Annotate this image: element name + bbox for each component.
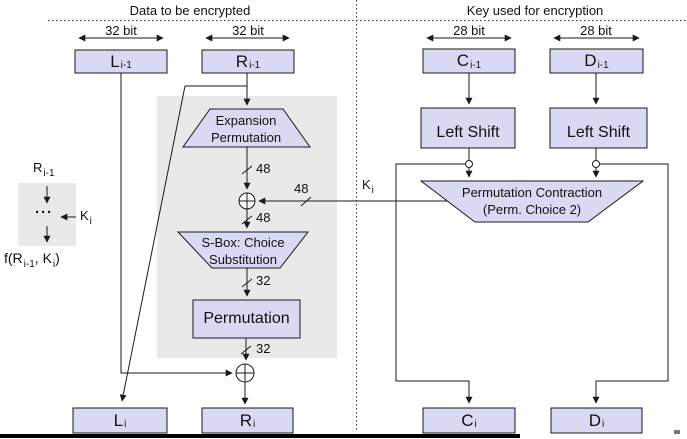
perm-contraction-shape: [419, 180, 645, 223]
register-l-next-sub: i: [124, 419, 127, 430]
subkey-sub: i: [371, 185, 374, 196]
wire-label-sbox-out: 32: [256, 273, 271, 288]
bus-width-ticks: [240, 165, 312, 355]
expansion-permutation-shape: [182, 108, 311, 148]
legend-key: Ki: [80, 208, 92, 227]
bottom-bar: [0, 434, 520, 438]
register-c-prev-base: C: [456, 51, 470, 70]
perm-contraction-line2: (Perm. Choice 2): [482, 202, 582, 217]
expansion-line2: Permutation: [210, 130, 282, 145]
left-shift-c-box: [420, 107, 516, 149]
register-l-prev-sub: i-1: [120, 60, 132, 71]
legend-fn-mid: , K: [34, 250, 52, 266]
header-data: Data to be encrypted: [129, 3, 251, 18]
expansion-line1: Expansion: [215, 113, 277, 128]
sbox-line1: S-Box: Choice: [201, 235, 285, 250]
l-prev-box: [74, 49, 168, 74]
legend-dots: ···: [35, 204, 53, 221]
left-shift-d-box: [549, 107, 648, 149]
expansion-permutation-label: Expansion Permutation: [196, 112, 296, 146]
bit-label-c: 28 bit: [453, 23, 485, 38]
wire-label-key-in: 48: [294, 181, 309, 196]
section-dividers: [48, 0, 687, 430]
d-prev-box: [549, 48, 644, 74]
register-boxes: [72, 48, 648, 434]
junction-dots: [465, 160, 600, 168]
legend-r-prev: Ri-1: [33, 160, 55, 179]
r-prev-to-l-next-wire: [119, 85, 186, 402]
subkey-label: Ki: [362, 177, 374, 196]
subkey-base: K: [362, 177, 371, 192]
wire-label-xor-out: 48: [256, 210, 271, 225]
register-d-prev-base: D: [584, 51, 597, 70]
register-d-prev-sub: i-1: [597, 59, 609, 71]
register-d-next-base: D: [588, 410, 602, 430]
register-l-next-base: L: [113, 410, 124, 430]
legend-key-sub: i: [89, 216, 92, 227]
l-prev-to-xor-wire: [120, 73, 232, 374]
left-shift-d-label: Left Shift: [566, 124, 631, 141]
r-prev-box: [201, 49, 295, 74]
perm-contraction-label: Permutation Contraction (Perm. Choice 2): [432, 184, 632, 218]
wire-label-expansion-out: 48: [256, 161, 271, 176]
left-shift-c-label: Left Shift: [436, 124, 500, 141]
bottom-right-mark: [674, 430, 680, 434]
sbox-line2: Substitution: [209, 252, 277, 267]
legend-function: f(Ri-1, Ki): [4, 250, 60, 270]
perm-contraction-line1: Permutation Contraction: [461, 185, 603, 200]
legend-r-sub: i-1: [43, 168, 55, 179]
legend-key-base: K: [80, 208, 89, 223]
register-r-next-sub: i: [253, 419, 256, 430]
permutation-label: Permutation: [203, 310, 290, 327]
legend-fn-sub1: i-1: [23, 259, 35, 270]
trapezoid-blocks: [176, 108, 645, 269]
c-junction-icon: [465, 160, 473, 168]
r-next-box: [201, 407, 294, 434]
bit-label-r: 32 bit: [232, 23, 264, 38]
register-d-next-sub: i: [602, 419, 605, 430]
c-loop-wire: [395, 163, 470, 403]
register-c-next-base: C: [461, 410, 474, 430]
d-next-box: [550, 407, 643, 434]
data-path-wires: [119, 73, 447, 405]
permutation-box: [192, 299, 301, 339]
register-r-prev-base: R: [235, 51, 249, 71]
c-prev-box: [422, 48, 516, 74]
header-key: Key used for encryption: [466, 3, 604, 18]
legend-fn-pre: f(R: [4, 250, 23, 266]
legend-fn-post: ): [55, 250, 60, 266]
l-next-box: [72, 407, 168, 434]
bit-label-l: 32 bit: [105, 23, 137, 38]
register-c-prev-sub: i-1: [470, 59, 482, 71]
legend-arrows: [43, 186, 76, 243]
bit-label-d: 28 bit: [580, 23, 612, 38]
legend-fn-sub2: i: [52, 259, 56, 270]
key-path-wires: [395, 73, 669, 404]
d-loop-wire: [595, 163, 669, 403]
legend-r-base: R: [33, 160, 43, 175]
sbox-shape: [176, 231, 310, 269]
register-c-next-sub: i: [474, 419, 477, 430]
register-r-next-base: R: [239, 410, 253, 430]
xor-plus-glyphs: [236, 193, 255, 382]
d-junction-icon: [592, 160, 600, 168]
sbox-label: S-Box: Choice Substitution: [183, 234, 303, 268]
wire-label-permutation-out: 32: [256, 341, 271, 356]
register-l-prev-base: L: [110, 51, 120, 71]
c-next-box: [422, 407, 516, 434]
register-r-prev-sub: i-1: [249, 60, 261, 71]
